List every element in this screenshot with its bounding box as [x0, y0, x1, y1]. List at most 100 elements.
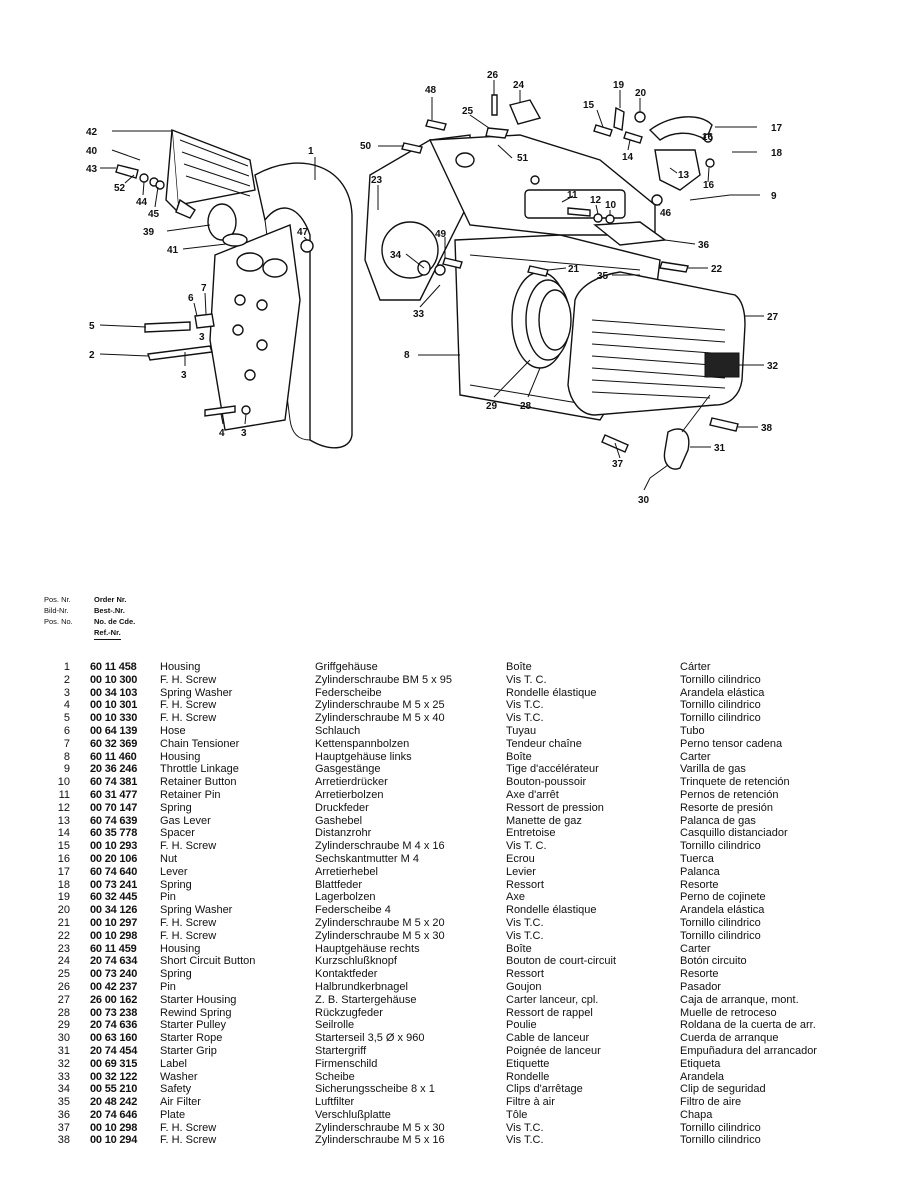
position-number: 3	[63, 686, 70, 699]
spanish-name: Tornillo cilindrico	[680, 840, 761, 853]
english-name: Chain Tensioner	[160, 737, 240, 750]
spanish-name: Tornillo cilindrico	[680, 699, 761, 712]
position-number: 36	[57, 1108, 70, 1121]
german-name: Zylinderschraube M 5 x 25	[315, 699, 445, 712]
english-name: Housing	[160, 661, 201, 673]
german-name: Zylinderschraube M 5 x 30	[315, 1121, 445, 1134]
spanish-name: Palanca	[680, 865, 720, 878]
order-number: 20 36 246	[90, 763, 138, 776]
position-number: 1	[63, 661, 70, 673]
callout: 28	[520, 401, 532, 412]
callout: 43	[86, 164, 98, 175]
callout: 16	[703, 180, 715, 191]
german-name: Verschlußplatte	[315, 1108, 391, 1121]
callout: 41	[167, 245, 179, 256]
callout-numbers: 1 2 3 3 3 4 5 6 7 8 9 10 11 12 13 14 15 …	[86, 70, 783, 506]
german-name: Zylinderschraube BM 5 x 95	[315, 673, 452, 686]
callout: 32	[767, 361, 779, 372]
english-name: Housing	[160, 750, 201, 763]
french-name: Entretoise	[506, 827, 556, 840]
english-name: Throttle Linkage	[160, 763, 239, 776]
callout: 21	[568, 264, 580, 275]
french-name: Cable de lanceur	[506, 1032, 590, 1045]
english-name: Housing	[160, 942, 201, 955]
order-number: 20 74 634	[90, 955, 138, 968]
position-number: 9	[63, 763, 70, 776]
callout: 20	[635, 88, 647, 99]
french-name: Clips d'arrêtage	[506, 1083, 583, 1096]
order-number: 00 10 298	[90, 929, 138, 942]
german-name: Luftfilter	[315, 1096, 355, 1109]
starter-housing-drawing	[567, 271, 746, 416]
position-labels: Pos. Nr. Bild-Nr. Pos. No.	[44, 594, 94, 627]
order-number: 20 74 646	[90, 1108, 138, 1121]
position-number: 6	[63, 724, 70, 737]
order-number: 00 69 315	[90, 1057, 138, 1070]
english-name: Spring Washer	[160, 686, 233, 699]
german-name: Hauptgehäuse rechts	[315, 942, 420, 955]
german-name: Zylinderschraube M 5 x 30	[315, 929, 445, 942]
position-number: 28	[57, 1006, 70, 1019]
position-number: 21	[57, 916, 70, 929]
order-number: 00 10 294	[90, 1134, 138, 1147]
spanish-name: Perno tensor cadena	[680, 737, 783, 750]
spanish-name: Palanca de gas	[680, 814, 756, 827]
callout: 3	[199, 332, 205, 343]
french-name: Vis T.C.	[506, 1134, 544, 1147]
spanish-name: Tubo	[680, 724, 705, 737]
position-number: 22	[57, 929, 70, 942]
spanish-name: Varilla de gas	[680, 763, 746, 776]
starter-rope-drawing	[649, 394, 711, 479]
order-number: 60 32 369	[90, 737, 138, 750]
callout: 49	[435, 229, 447, 240]
french-name: Carter lanceur, cpl.	[506, 993, 599, 1006]
position-number: 8	[63, 750, 70, 763]
rear-handle-drawing	[165, 128, 256, 214]
position-number: 35	[57, 1096, 70, 1109]
german-name: Federscheibe 4	[315, 904, 391, 917]
german-name: Lagerbolzen	[315, 891, 376, 904]
german-name: Druckfeder	[315, 801, 369, 814]
french-name: Ressort de pression	[506, 801, 604, 814]
french-name: Bouton de court-circuit	[506, 955, 617, 968]
spanish-name: Tornillo cilindrico	[680, 916, 761, 929]
callout: 5	[89, 321, 95, 332]
french-name: Ressort de rappel	[506, 1006, 593, 1019]
spanish-name: Cárter	[680, 661, 711, 673]
order-number: 00 10 301	[90, 699, 138, 712]
callout: 23	[371, 175, 383, 186]
position-number: 5	[63, 712, 70, 725]
french-name: Vis T.C.	[506, 929, 544, 942]
french-name: Vis T.C.	[506, 916, 544, 929]
spanish-name: Casquillo distanciador	[680, 827, 788, 840]
english-name: Gas Lever	[160, 814, 211, 827]
english-name: Spacer	[160, 827, 195, 840]
order-number: 00 34 126	[90, 904, 138, 917]
position-number: 37	[57, 1121, 70, 1134]
position-number: 23	[57, 942, 70, 955]
english-name: Starter Housing	[160, 993, 237, 1006]
callout: 45	[148, 209, 160, 220]
english-name: Lever	[160, 865, 188, 878]
german-name: Halbrundkerbnagel	[315, 980, 408, 993]
callout: 37	[612, 459, 624, 470]
english-name: Starter Pulley	[160, 1019, 227, 1032]
position-number: 38	[57, 1134, 70, 1147]
callout: 9	[771, 191, 777, 202]
german-name: Gashebel	[315, 814, 363, 827]
starter-pulley-drawing	[511, 271, 572, 369]
order-number: 00 10 298	[90, 1121, 138, 1134]
position-number: 7	[63, 737, 70, 750]
